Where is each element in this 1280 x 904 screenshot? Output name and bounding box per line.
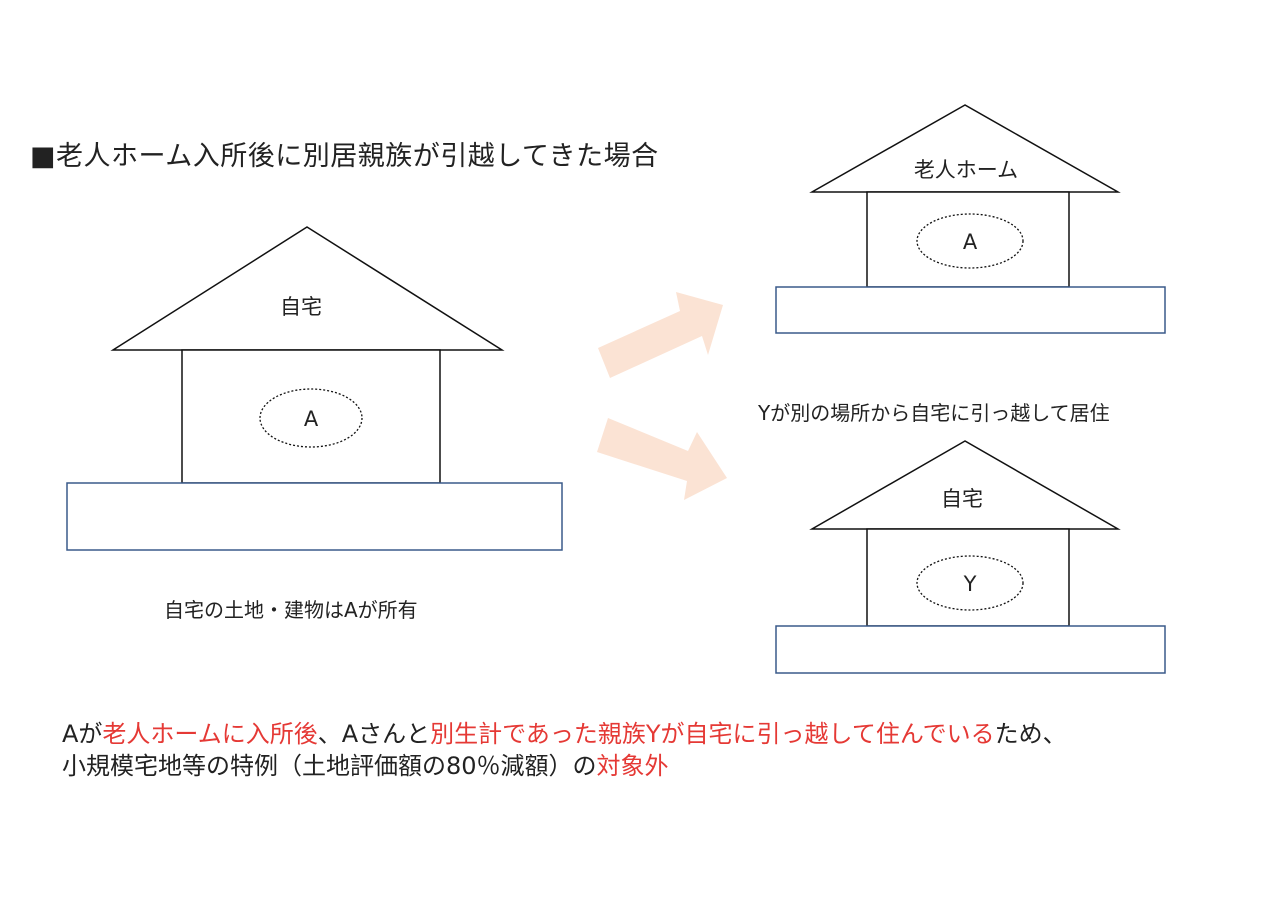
- left-house-occupant-oval: [259, 388, 363, 448]
- bottom-right-house-occupant-oval: [916, 555, 1024, 611]
- bottom-right-house-roof-label: 自宅: [941, 487, 983, 511]
- left-house-base: [66, 482, 563, 551]
- conclusion-highlight: 別生計であった親族Yが自宅に引っ越して住んでいる: [430, 720, 995, 748]
- move-caption: Yが別の場所から自宅に引っ越して居住: [758, 401, 1110, 425]
- bottom-right-house-wall: [866, 528, 1070, 627]
- conclusion-line-1: Aが老人ホームに入所後、Aさんと別生計であった親族Yが自宅に引っ越して住んでいる…: [62, 718, 1067, 750]
- conclusion-segment: 小規模宅地等の特例（土地評価額の80％減額）の: [62, 752, 597, 780]
- left-house-occupant-label: A: [304, 407, 319, 431]
- left-house-caption: 自宅の土地・建物はAが所有: [164, 598, 418, 622]
- bottom-right-house-roof: [809, 440, 1121, 530]
- top-right-house-base: [775, 286, 1166, 334]
- left-house-roof: [110, 226, 505, 351]
- arrow-up-right: [598, 292, 723, 378]
- top-right-house-occupant-oval: [916, 213, 1024, 269]
- bottom-right-house-occupant-label: Y: [963, 572, 977, 596]
- bottom-right-house: 自宅 Y: [775, 440, 1166, 674]
- conclusion-highlight: 老人ホームに入所後: [102, 720, 318, 748]
- top-right-house-roof-label: 老人ホーム: [914, 158, 1018, 182]
- conclusion-line-2: 小規模宅地等の特例（土地評価額の80％減額）の対象外: [62, 750, 1067, 782]
- left-house-wall: [181, 349, 441, 484]
- conclusion-segment: ため、: [994, 720, 1067, 748]
- conclusion-text: Aが老人ホームに入所後、Aさんと別生計であった親族Yが自宅に引っ越して住んでいる…: [62, 718, 1067, 782]
- conclusion-segment: Aが: [62, 720, 103, 748]
- conclusion-highlight: 対象外: [596, 752, 669, 780]
- arrow-down-right: [597, 418, 727, 500]
- top-right-house-wall: [866, 191, 1070, 288]
- left-house: 自宅 A: [66, 226, 563, 551]
- top-right-house-occupant-label: A: [963, 230, 978, 254]
- top-right-house: 老人ホーム A: [775, 104, 1166, 334]
- page-title: ■老人ホーム入所後に別居親族が引越してきた場合: [30, 141, 659, 172]
- arrows: [597, 292, 727, 500]
- bottom-right-house-base: [775, 625, 1166, 674]
- conclusion-segment: 、Aさんと: [317, 720, 431, 748]
- left-house-roof-label: 自宅: [280, 295, 322, 319]
